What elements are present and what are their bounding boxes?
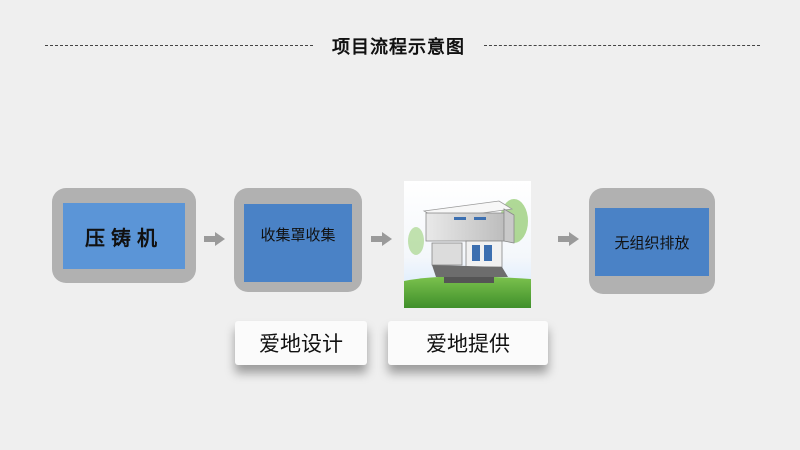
flow-node-die-casting-machine: 压铸机 (52, 188, 196, 283)
arrow-right-icon (371, 232, 393, 246)
device-illustration (404, 199, 531, 308)
flow-node-label: 收集罩收集 (260, 226, 336, 244)
flow-node-collection-hood: 收集罩收集 (234, 188, 362, 292)
flow-node-fugitive-emission: 无组织排放 (589, 188, 715, 294)
arrow-right-icon (204, 232, 226, 246)
tag-aidi-provided: 爱地提供 (388, 321, 548, 365)
air-treatment-device-image (404, 181, 531, 308)
tag-label: 爱地设计 (259, 332, 343, 356)
flow-node-inner: 无组织排放 (595, 208, 709, 276)
page-title: 项目流程示意图 (332, 37, 465, 58)
title-divider-left (45, 45, 313, 46)
flow-node-inner: 收集罩收集 (244, 204, 352, 282)
flow-node-inner: 压铸机 (63, 203, 185, 269)
title-divider-right (484, 45, 760, 46)
tag-aidi-design: 爱地设计 (235, 321, 367, 365)
flow-node-label: 压铸机 (85, 225, 163, 250)
flow-node-label: 无组织排放 (614, 233, 690, 252)
arrow-right-icon (558, 232, 580, 246)
tag-label: 爱地提供 (426, 332, 510, 356)
